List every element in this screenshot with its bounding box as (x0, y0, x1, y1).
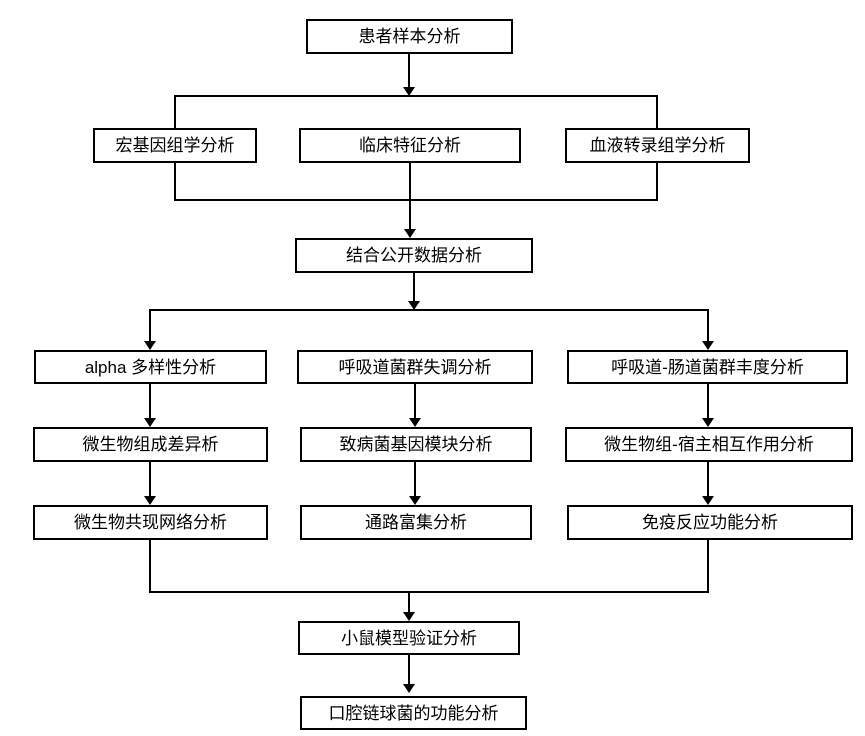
connector-line (707, 462, 709, 497)
arrowhead-icon (409, 418, 421, 427)
arrowhead-icon (403, 612, 415, 621)
node-clinical-features: 临床特征分析 (299, 128, 521, 163)
node-alpha-diversity: alpha 多样性分析 (34, 350, 267, 384)
connector-line (408, 591, 410, 613)
node-metagenomics: 宏基因组学分析 (93, 128, 257, 163)
connector-line (149, 462, 151, 497)
connector-line (408, 655, 410, 685)
arrowhead-icon (409, 496, 421, 505)
connector-line (174, 95, 658, 97)
connector-line (409, 163, 411, 230)
connector-line (149, 384, 151, 419)
node-airway-dysbiosis: 呼吸道菌群失调分析 (297, 350, 533, 384)
arrowhead-icon (702, 496, 714, 505)
connector-line (149, 540, 151, 593)
connector-line (707, 540, 709, 593)
connector-line (707, 309, 709, 342)
node-immune-response: 免疫反应功能分析 (567, 505, 853, 540)
connector-line (414, 384, 416, 419)
node-blood-transcriptomics: 血液转录组学分析 (565, 128, 750, 163)
arrowhead-icon (403, 684, 415, 693)
arrowhead-icon (702, 418, 714, 427)
arrowhead-icon (144, 418, 156, 427)
connector-line (174, 163, 176, 201)
connector-line (149, 591, 709, 593)
connector-line (149, 309, 151, 342)
arrowhead-icon (144, 496, 156, 505)
connector-line (149, 309, 709, 311)
connector-line (656, 163, 658, 201)
node-airway-gut-abundance: 呼吸道-肠道菌群丰度分析 (567, 350, 848, 384)
node-oral-streptococcus: 口腔链球菌的功能分析 (300, 696, 527, 730)
node-public-data: 结合公开数据分析 (295, 238, 533, 273)
node-patient-sample: 患者样本分析 (306, 19, 513, 54)
arrowhead-icon (403, 87, 415, 96)
connector-line (174, 199, 658, 201)
connector-line (413, 273, 415, 302)
node-microbiome-host-interaction: 微生物组-宿主相互作用分析 (565, 427, 853, 462)
connector-line (414, 462, 416, 497)
arrowhead-icon (404, 229, 416, 238)
connector-line (408, 54, 410, 88)
connector-line (656, 95, 658, 128)
connector-line (174, 95, 176, 128)
node-pathogen-gene-module: 致病菌基因模块分析 (300, 427, 532, 462)
connector-line (707, 384, 709, 419)
node-pathway-enrichment: 通路富集分析 (300, 505, 532, 540)
arrowhead-icon (144, 341, 156, 350)
node-microbial-composition: 微生物组成差异析 (33, 427, 268, 462)
node-cooccurrence-network: 微生物共现网络分析 (33, 505, 268, 540)
arrowhead-icon (702, 341, 714, 350)
arrowhead-icon (408, 301, 420, 310)
node-mouse-model: 小鼠模型验证分析 (298, 621, 520, 655)
